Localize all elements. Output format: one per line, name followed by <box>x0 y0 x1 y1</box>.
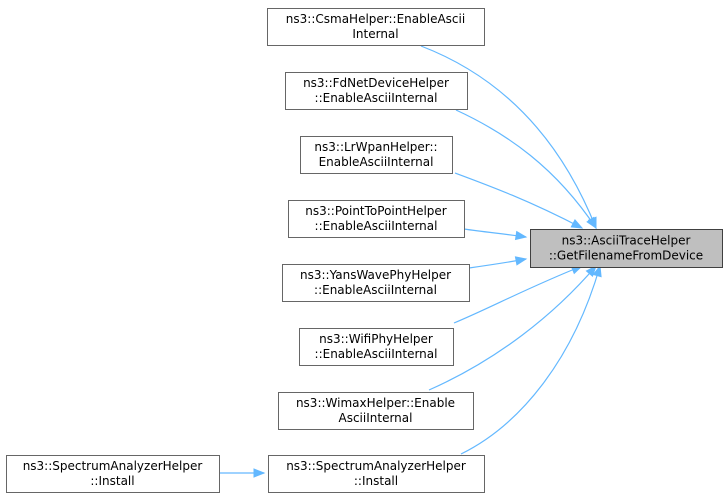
node-csma[interactable]: ns3::CsmaHelper::EnableAsciiInternal <box>267 8 485 46</box>
node-label-line: ns3::PointToPointHelper <box>305 204 447 218</box>
node-label-line: Internal <box>352 27 398 41</box>
arrowhead-yans <box>514 256 528 266</box>
node-label-line: ns3::LrWpanHelper:: <box>314 140 437 154</box>
node-label-line: ::EnableAsciiInternal <box>315 219 438 233</box>
node-box[interactable] <box>282 264 470 302</box>
node-label-line: ns3::WimaxHelper::Enable <box>296 396 455 410</box>
node-label-line: ns3::AsciiTraceHelper <box>562 234 691 248</box>
arrowhead-lrwpan <box>570 218 584 229</box>
node-box[interactable] <box>299 328 454 366</box>
node-lrwpan[interactable]: ns3::LrWpanHelper::EnableAsciiInternal <box>300 136 453 174</box>
node-target[interactable]: ns3::AsciiTraceHelper::GetFilenameFromDe… <box>530 229 723 268</box>
edges-layer <box>219 45 602 478</box>
node-wimax[interactable]: ns3::WimaxHelper::EnableAsciiInternal <box>278 392 474 430</box>
edge-spectrum-to-target <box>460 265 601 455</box>
node-yans[interactable]: ns3::YansWavePhyHelper::EnableAsciiInter… <box>282 264 470 302</box>
node-label-line: ::EnableAsciiInternal <box>315 347 438 361</box>
node-box[interactable] <box>267 8 485 46</box>
node-label-line: ::GetFilenameFromDevice <box>549 249 703 263</box>
node-label-line: ::Install <box>90 474 134 488</box>
node-label-line: ns3::FdNetDeviceHelper <box>303 76 449 90</box>
node-box[interactable] <box>530 229 723 268</box>
node-box[interactable] <box>288 200 465 238</box>
node-label-line: ns3::YansWavePhyHelper <box>300 268 451 282</box>
arrowhead-spectrum2 <box>253 468 266 478</box>
edge-wimax-to-target <box>428 265 597 391</box>
nodes-layer: ns3::AsciiTraceHelper::GetFilenameFromDe… <box>6 8 723 493</box>
arrowhead-wimax <box>585 264 597 278</box>
edge-fdnet-to-target <box>455 109 597 229</box>
edge-wifi-to-target <box>453 265 583 324</box>
node-box[interactable] <box>285 72 468 110</box>
node-label-line: EnableAsciiInternal <box>319 155 434 169</box>
node-box[interactable] <box>6 455 220 493</box>
arrowhead-fdnet <box>586 216 597 230</box>
edge-csma-to-target <box>420 45 597 229</box>
arrowhead-p2p <box>514 230 528 241</box>
node-label-line: ns3::SpectrumAnalyzerHelper <box>23 459 203 473</box>
node-spectrum[interactable]: ns3::SpectrumAnalyzerHelper::Install <box>268 455 485 493</box>
node-label-line: ns3::WifiPhyHelper <box>319 332 433 346</box>
node-label-line: ns3::SpectrumAnalyzerHelper <box>286 459 466 473</box>
node-fdnet[interactable]: ns3::FdNetDeviceHelper::EnableAsciiInter… <box>285 72 468 110</box>
node-box[interactable] <box>278 392 474 430</box>
node-p2p[interactable]: ns3::PointToPointHelper::EnableAsciiInte… <box>288 200 465 238</box>
node-spectrum2[interactable]: ns3::SpectrumAnalyzerHelper::Install <box>6 455 220 493</box>
node-label-line: ns3::CsmaHelper::EnableAscii <box>286 12 465 26</box>
node-box[interactable] <box>268 455 485 493</box>
node-label-line: ::EnableAsciiInternal <box>314 283 437 297</box>
node-wifi[interactable]: ns3::WifiPhyHelper::EnableAsciiInternal <box>299 328 454 366</box>
node-box[interactable] <box>300 136 453 174</box>
edge-lrwpan-to-target <box>454 172 583 229</box>
node-label-line: AsciiInternal <box>339 411 413 425</box>
arrowhead-spectrum <box>592 264 602 278</box>
node-label-line: ::EnableAsciiInternal <box>315 91 438 105</box>
node-label-line: ::Install <box>354 474 398 488</box>
